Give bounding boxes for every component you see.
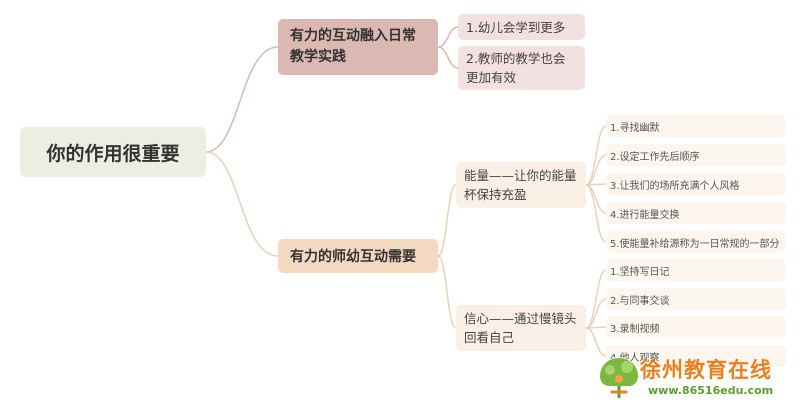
item-label: 1.坚持写日记: [610, 266, 670, 278]
item-node[interactable]: 3.让我们的场所充满个人风格: [606, 173, 786, 195]
item-node[interactable]: 1.坚持写日记: [606, 259, 786, 281]
root-label: 你的作用很重要: [46, 142, 180, 165]
watermark-url: www.86516edu.com: [648, 384, 774, 397]
branch-node-interaction-needs[interactable]: 有力的师幼互动需要: [278, 239, 438, 273]
connector-b-sub-1: [437, 184, 457, 257]
connector-a-leaf-2: [437, 46, 459, 69]
item-label: 5.使能量补给源称为一日常规的一部分: [610, 238, 780, 250]
connector-a-leaf-1: [437, 26, 459, 48]
item-node[interactable]: 5.使能量补给源称为一日常规的一部分: [606, 231, 786, 253]
item-label: 4.他人观察: [610, 352, 660, 364]
item-label: 2.设定工作先后顺序: [610, 151, 700, 163]
item-node[interactable]: 4.进行能量交换: [606, 202, 786, 224]
item-label: 3.录制视频: [610, 323, 660, 335]
item-node[interactable]: 2.与同事交谈: [606, 288, 786, 310]
sub-node-confidence[interactable]: 信心——通过慢镜头回看自己: [456, 305, 586, 351]
item-node[interactable]: 2.设定工作先后顺序: [606, 144, 786, 166]
sub-label: 能量——让你的能量杯保持充盈: [464, 168, 577, 202]
item-label: 4.进行能量交换: [610, 209, 680, 221]
branch-label: 有力的师幼互动需要: [290, 249, 416, 265]
connector-root-branch-b: [205, 151, 279, 257]
watermark-logo-icon: [599, 357, 639, 398]
item-node[interactable]: 3.录制视频: [606, 316, 786, 338]
connector-b-sub-2: [437, 255, 457, 329]
leaf-node-teaching-more-effective[interactable]: 2.教师的教学也会更加有效: [458, 46, 585, 90]
root-node[interactable]: 你的作用很重要: [20, 127, 206, 177]
connector-root-branch-a: [205, 46, 279, 153]
watermark-name: 徐州教育在线: [640, 358, 772, 382]
branch-node-daily-practice[interactable]: 有力的互动融入日常教学实践: [278, 19, 438, 75]
sub-node-energy[interactable]: 能量——让你的能量杯保持充盈: [456, 162, 586, 208]
item-node[interactable]: 4.他人观察: [606, 345, 786, 367]
branch-label: 有力的互动融入日常教学实践: [290, 28, 416, 65]
leaf-label: 2.教师的教学也会更加有效: [466, 51, 566, 85]
sub-label: 信心——通过慢镜头回看自己: [464, 311, 577, 345]
item-label: 3.让我们的场所充满个人风格: [610, 180, 740, 192]
item-node[interactable]: 1.寻找幽默: [606, 115, 786, 137]
item-label: 2.与同事交谈: [610, 295, 670, 307]
leaf-node-children-learn-more[interactable]: 1.幼儿会学到更多: [458, 14, 585, 40]
item-label: 1.寻找幽默: [610, 122, 660, 134]
leaf-label: 1.幼儿会学到更多: [466, 19, 566, 35]
